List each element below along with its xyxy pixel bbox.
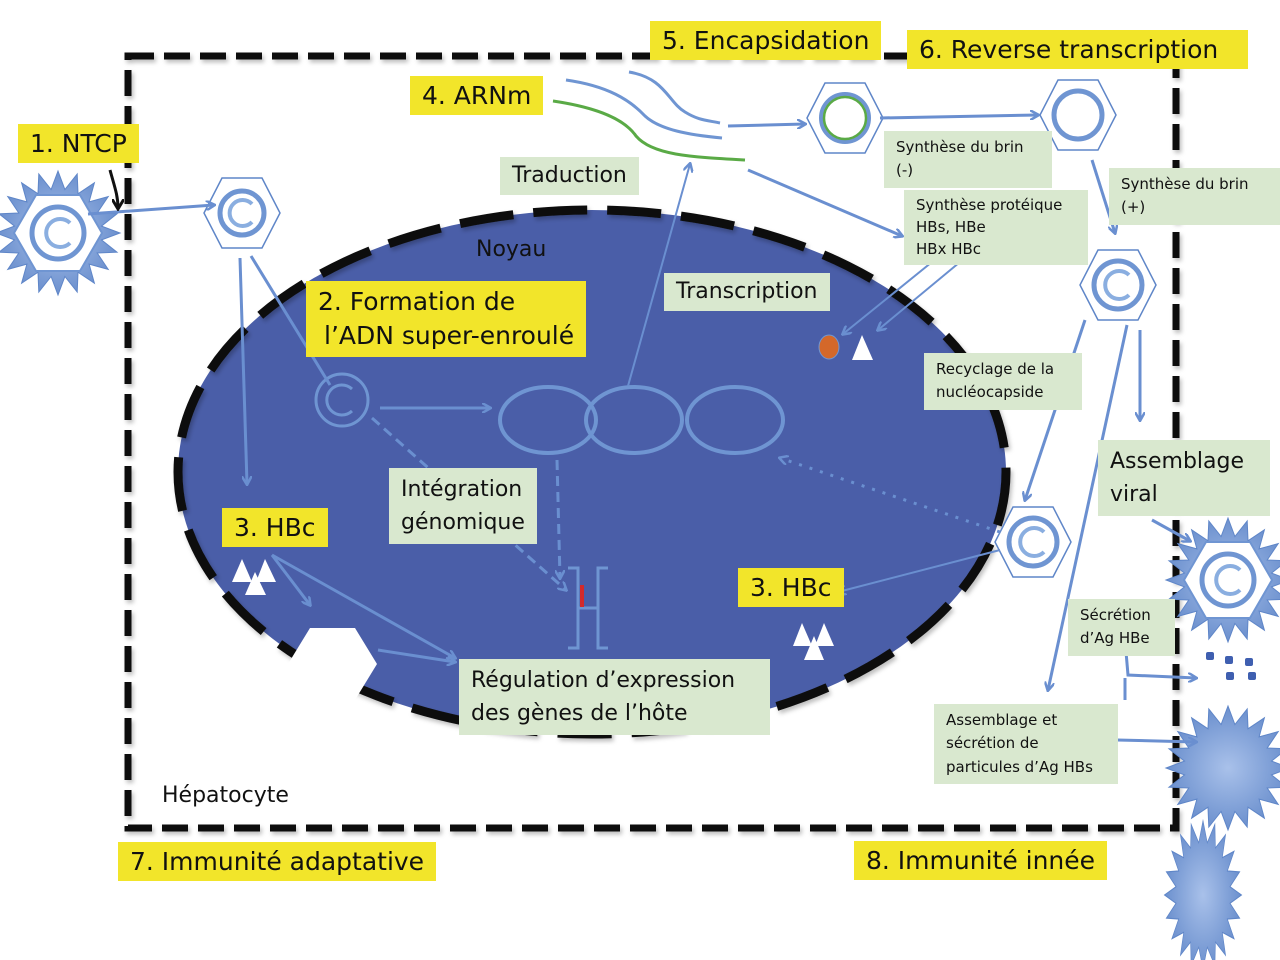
virion-entering-icon	[0, 169, 122, 297]
plus-strand-synthesis-label: Synthèse du brin (+)	[1109, 168, 1280, 225]
arrows	[87, 115, 1196, 742]
recycling-line1: Recyclage de la	[936, 360, 1055, 378]
capsid-cytoplasm-icon	[203, 177, 281, 249]
hbsag-filament-icon	[1163, 818, 1243, 960]
step-6-reverse-transcription-label: 6. Reverse transcription	[907, 30, 1249, 70]
hbc-triangles-left-icon	[232, 559, 276, 595]
nucleocapsid-recycling-label: Recyclage de la nucléocapside	[924, 353, 1082, 410]
hepatocyte-label: Hépatocyte	[162, 783, 289, 808]
hbeag-secretion-label: Sécrétion d’Ag HBe	[1068, 599, 1175, 656]
mrna-strands-icon	[552, 70, 746, 162]
protein-synthesis-line3: HBx HBc	[916, 239, 982, 258]
virion-released-icon	[1164, 516, 1280, 644]
protein-synthesis-label: Synthèse protéique HBs, HBe HBx HBc	[904, 190, 1088, 266]
recycling-line2: nucléocapside	[936, 383, 1044, 402]
capsid-minus-strand-icon	[1039, 79, 1117, 151]
protein-synthesis-line1: Synthèse protéique	[916, 196, 1063, 214]
minus-strand-synthesis-label: Synthèse du brin (-)	[884, 131, 1052, 188]
step-7-adaptive-immunity-label: 7. Immunité adaptative	[118, 842, 437, 882]
hbc-triangles-right-icon	[793, 623, 834, 660]
step-2-cccdna-label: 2. Formation de l’ADN super-enroulé	[306, 281, 587, 357]
regulation-label: Régulation d’expression des gènes de l’h…	[459, 659, 770, 735]
regulation-line1: Régulation d’expression	[471, 668, 736, 693]
viral-assembly-line1: Assemblage	[1110, 449, 1244, 474]
hbsag-secretion-line1: Assemblage et	[946, 711, 1058, 729]
rcdna-nucleus-icon	[314, 372, 370, 428]
step-8-innate-immunity-label: 8. Immunité innée	[854, 841, 1108, 881]
integration-line1: Intégration	[401, 477, 523, 502]
hbsag-sphere-icon	[1164, 704, 1280, 832]
nucleus-label: Noyau	[476, 237, 547, 262]
step-2-line1: 2. Formation de	[318, 287, 516, 316]
traduction-label: Traduction	[500, 157, 639, 195]
hbeag-particles-icon	[1206, 652, 1256, 680]
regulation-line2: des gènes de l’hôte	[471, 701, 688, 726]
hbx-protein-icon	[818, 334, 840, 360]
host-chromosome-icon	[568, 566, 608, 650]
viral-assembly-label: Assemblage viral	[1098, 440, 1270, 516]
step-1-ntcp-label: 1. NTCP	[18, 124, 139, 164]
step-2-line2: l’ADN super-enroulé	[324, 320, 575, 350]
hbsag-secretion-line3: particules d’Ag HBs	[946, 757, 1093, 776]
hbsag-secretion-line2: sécrétion de	[946, 734, 1039, 753]
protein-synthesis-line2: HBs, HBe	[916, 217, 986, 236]
hbsag-secretion-label: Assemblage et sécrétion de particules d’…	[934, 704, 1118, 784]
transcription-label: Transcription	[664, 273, 830, 311]
capsid-recycling-icon	[994, 506, 1072, 578]
capsid-pgrna-icon	[806, 82, 884, 154]
hbeag-secretion-line2: d’Ag HBe	[1080, 629, 1150, 648]
cccdna-minichromosome-icon	[498, 385, 785, 455]
step-3-hbc-right-label: 3. HBc	[738, 568, 844, 608]
integrated-dna-mark	[580, 585, 584, 607]
integration-label: Intégration génomique	[389, 468, 537, 544]
integration-line2: génomique	[401, 510, 525, 535]
step-4-arnm-label: 4. ARNm	[410, 76, 544, 116]
hbc-protein-icon	[852, 335, 873, 360]
step-3-hbc-left-label: 3. HBc	[222, 508, 328, 548]
step-5-encapsidation-label: 5. Encapsidation	[650, 21, 882, 61]
hbeag-secretion-line1: Sécrétion	[1080, 606, 1151, 624]
capsid-mature-icon	[1079, 249, 1157, 321]
ntcp-pointer-arrow	[108, 169, 118, 208]
host-complex-icon	[288, 628, 377, 700]
viral-assembly-line2: viral	[1110, 482, 1158, 507]
